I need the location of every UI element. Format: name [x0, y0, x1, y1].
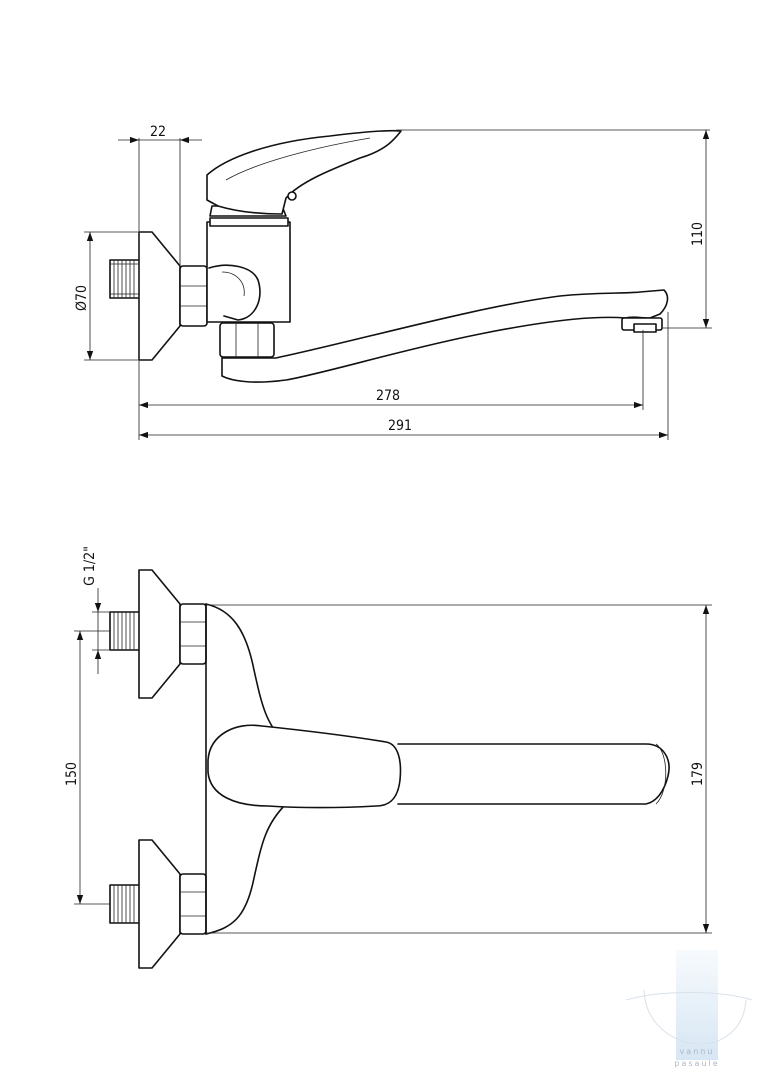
watermark-logo: vannu pasaule	[625, 950, 753, 1068]
side-aerator	[621, 317, 663, 333]
watermark-line2: pasaule	[674, 1059, 719, 1068]
dim-offset: 22	[118, 124, 202, 144]
side-view: 22 Ø70 110 278 291	[74, 124, 712, 440]
dim-diameter-label: Ø70	[74, 285, 90, 311]
top-hex-nut-lower	[179, 873, 207, 935]
dim-height-label: 110	[690, 222, 706, 246]
side-lever-handle	[206, 129, 402, 215]
top-thread-lower	[109, 884, 141, 924]
dim-spacing-label: 150	[64, 762, 80, 786]
dim-total-label: 179	[690, 762, 706, 786]
dim-reach-total: 291	[139, 418, 668, 439]
side-lower-nut	[219, 322, 275, 358]
top-flange-upper	[138, 569, 181, 699]
top-lever-knob	[207, 724, 402, 809]
dim-height: 110	[690, 130, 710, 328]
top-view: G 1/2" 150 179	[64, 546, 712, 969]
dim-thread: G 1/2"	[82, 546, 102, 674]
top-hex-nut-upper	[179, 603, 207, 665]
dim-diameter: Ø70	[74, 232, 94, 360]
side-flange	[138, 231, 181, 361]
dim-offset-label: 22	[150, 124, 166, 140]
dim-reach-inner-label: 278	[376, 388, 400, 404]
dim-spacing: 150	[64, 631, 84, 904]
dim-reach-inner: 278	[139, 388, 643, 409]
top-spout	[397, 743, 670, 805]
dim-thread-label: G 1/2"	[82, 546, 98, 586]
watermark-line1: vannu	[680, 1047, 715, 1056]
side-hex-nut	[179, 265, 208, 327]
top-thread-upper	[109, 611, 141, 651]
dim-total: 179	[690, 605, 710, 933]
side-thread	[109, 259, 141, 299]
side-valve-body	[206, 221, 291, 323]
dim-reach-total-label: 291	[388, 418, 412, 434]
top-flange-lower	[138, 839, 181, 969]
